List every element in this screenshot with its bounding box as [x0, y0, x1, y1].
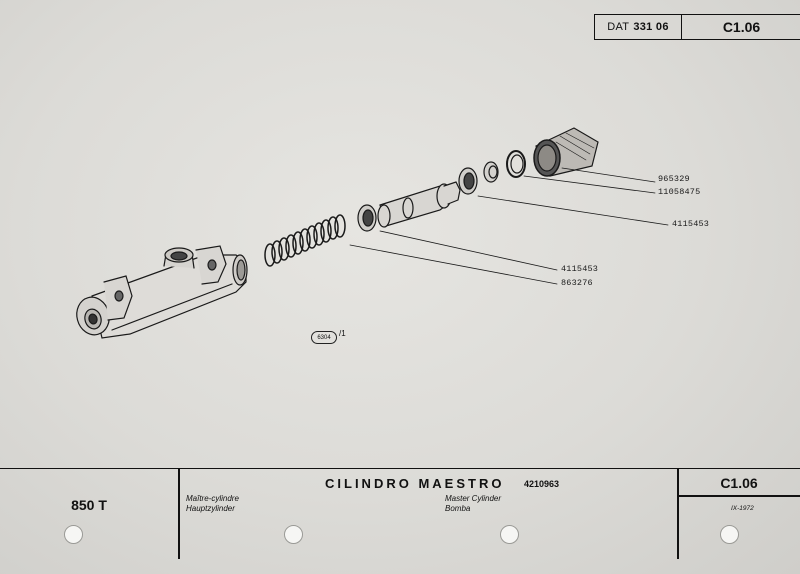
footer-divider-left — [178, 469, 180, 559]
part-number-11058475: 11058475 — [658, 187, 701, 197]
cylinder-body — [76, 245, 248, 339]
stop-washer — [483, 161, 499, 183]
title-spanish: Bomba — [445, 504, 471, 513]
dat-reference: DAT 331 06 — [595, 15, 682, 39]
return-spring — [264, 214, 346, 267]
title-german: Hauptzylinder — [186, 504, 235, 513]
title-french: Maître-cylindre — [186, 494, 239, 503]
reference-badge: 6304 — [311, 331, 337, 344]
issue-date: IX-1972 — [731, 505, 754, 512]
title-english: Master Cylinder — [445, 494, 502, 503]
dat-label: DAT — [607, 21, 630, 33]
binder-hole — [500, 525, 519, 544]
part-number-965329: 965329 — [658, 174, 690, 184]
footer-page-code: C1.06 — [720, 475, 758, 491]
part-number-4115453-a: 4115453 — [672, 219, 710, 229]
piston — [377, 181, 461, 228]
part-title-code: 4210963 — [524, 479, 560, 489]
secondary-seal — [458, 167, 478, 195]
primary-seal — [357, 204, 377, 232]
binder-hole — [284, 525, 303, 544]
leader-lines — [349, 167, 669, 285]
circlip — [506, 150, 526, 178]
footer-code-underline — [678, 495, 800, 497]
dust-boot — [533, 127, 599, 177]
header-box: DAT 331 06 C1.06 — [594, 14, 800, 40]
dat-number: 331 06 — [633, 21, 669, 33]
reference-suffix: /1 — [339, 329, 346, 338]
part-number-4115453-b: 4115453 — [561, 264, 599, 274]
header-page-code: C1.06 — [722, 19, 761, 35]
footer-divider-right — [677, 469, 679, 559]
binder-hole — [720, 525, 739, 544]
model-name: 850 T — [71, 497, 107, 513]
part-title: CILINDRO MAESTRO — [325, 476, 505, 491]
part-number-863276: 863276 — [561, 278, 593, 288]
footer-title-block: 850 T CILINDRO MAESTRO 4210963 Maître-cy… — [0, 468, 800, 574]
binder-hole — [64, 525, 83, 544]
